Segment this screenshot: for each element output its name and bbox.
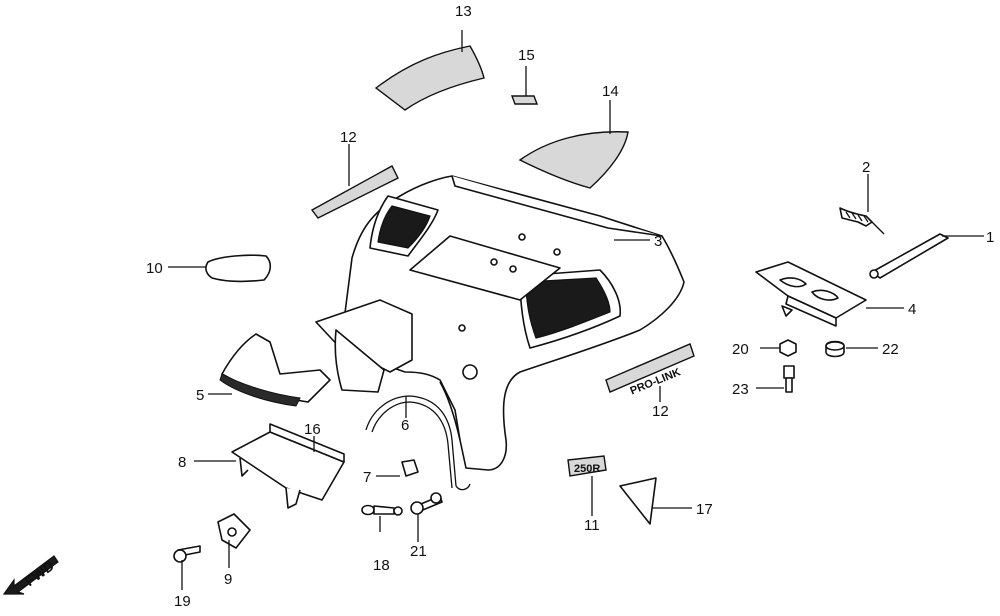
callout-14: 14 <box>602 83 619 100</box>
part-10-reflector <box>205 254 272 283</box>
part-20-nut <box>779 339 797 357</box>
part-3-rear-fender <box>315 175 685 471</box>
part-12-prolink-decal: PRO-LINK <box>605 343 695 397</box>
callout-22: 22 <box>882 341 899 358</box>
part-12-left-stripe <box>310 165 399 219</box>
callout-1: 1 <box>986 229 994 246</box>
callout-23: 23 <box>732 381 749 398</box>
callout-6: 6 <box>401 417 409 434</box>
callout-labels: 13 15 14 12 2 1 3 10 4 20 22 23 12 5 6 1… <box>146 3 994 610</box>
part-17-panel <box>619 477 657 525</box>
callout-5: 5 <box>196 387 204 404</box>
part-1-rod <box>869 233 949 279</box>
callout-10: 10 <box>146 260 163 277</box>
callout-20: 20 <box>732 341 749 358</box>
fwd-marker: FWD <box>2 555 59 595</box>
part-18-screw <box>361 504 403 516</box>
part-23-bolt <box>783 365 795 393</box>
part-14-right-top-decal <box>518 131 629 189</box>
callout-15: 15 <box>518 47 535 64</box>
callout-13: 13 <box>455 3 472 20</box>
part-21-bolt <box>410 492 443 515</box>
callout-2: 2 <box>862 159 870 176</box>
callout-11: 11 <box>584 517 600 534</box>
callout-12-lower: 12 <box>652 403 669 420</box>
part-8-16-lower-box <box>231 423 345 509</box>
callout-12-upper: 12 <box>340 129 357 146</box>
leader-lines <box>168 30 984 590</box>
part-2-spring <box>839 207 885 235</box>
callout-19: 19 <box>174 593 191 610</box>
callout-3: 3 <box>654 233 662 250</box>
callout-7: 7 <box>363 469 371 486</box>
callout-8: 8 <box>178 454 186 471</box>
model-badge-text: 250R <box>574 463 600 475</box>
callout-21: 21 <box>410 543 427 560</box>
callout-16: 16 <box>304 421 321 438</box>
part-11-250r-badge: 250R <box>567 455 607 477</box>
part-22-grommet <box>825 340 845 358</box>
part-9-small-bracket <box>217 513 251 549</box>
part-4-bracket <box>755 261 867 327</box>
callout-17: 17 <box>696 501 713 518</box>
callout-9: 9 <box>224 571 232 588</box>
callout-18: 18 <box>373 557 390 574</box>
part-13-top-decal <box>374 45 485 111</box>
part-19-bolt <box>173 545 201 563</box>
part-15-small-tag <box>510 95 539 105</box>
callout-4: 4 <box>908 301 916 318</box>
part-6-cable <box>365 395 471 491</box>
part-5-side-bracket <box>219 333 331 407</box>
part-7-clip <box>401 459 419 477</box>
arrow-down-left-icon <box>2 555 59 595</box>
